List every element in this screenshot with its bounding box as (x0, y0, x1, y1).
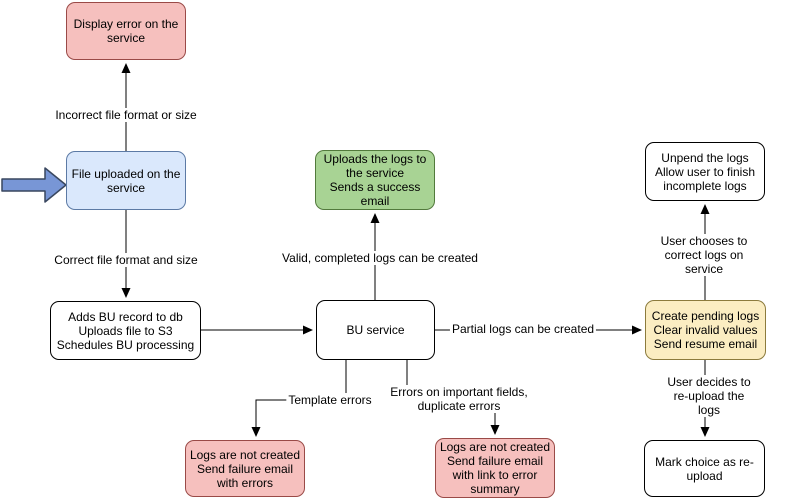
edge-label-correct-format: Correct file format and size (52, 253, 200, 267)
node-display-error: Display error on the service (66, 2, 186, 60)
node-mark-reupload: Mark choice as re- upload (644, 440, 765, 497)
node-unpend-logs: Unpend the logs Allow user to finish inc… (645, 142, 765, 201)
node-adds-bu-record: Adds BU record to db Uploads file to S3 … (50, 301, 201, 360)
node-create-pending-logs: Create pending logs Clear invalid values… (645, 300, 766, 360)
node-logs-failure-errors: Logs are not created Send failure email … (185, 440, 305, 497)
edge-label-template-errors: Template errors (286, 393, 374, 407)
edge-label-partial-logs: Partial logs can be created (449, 322, 597, 336)
node-file-uploaded: File uploaded on the service (66, 151, 186, 210)
node-bu-service: BU service (316, 300, 435, 360)
entry-arrow-icon (1, 167, 67, 203)
edge-label-reupload: User decides to re-upload the logs (663, 375, 755, 417)
edge-label-incorrect-format: Incorrect file format or size (53, 108, 199, 122)
edge-label-valid-logs: Valid, completed logs can be created (280, 251, 480, 265)
node-logs-failure-summary: Logs are not created Send failure email … (435, 438, 555, 498)
edge-label-field-errors: Errors on important fields, duplicate er… (388, 385, 530, 413)
edge-label-correct-on-service: User chooses to correct logs on service (655, 234, 753, 276)
node-uploads-logs-success: Uploads the logs to the service Sends a … (315, 150, 435, 210)
